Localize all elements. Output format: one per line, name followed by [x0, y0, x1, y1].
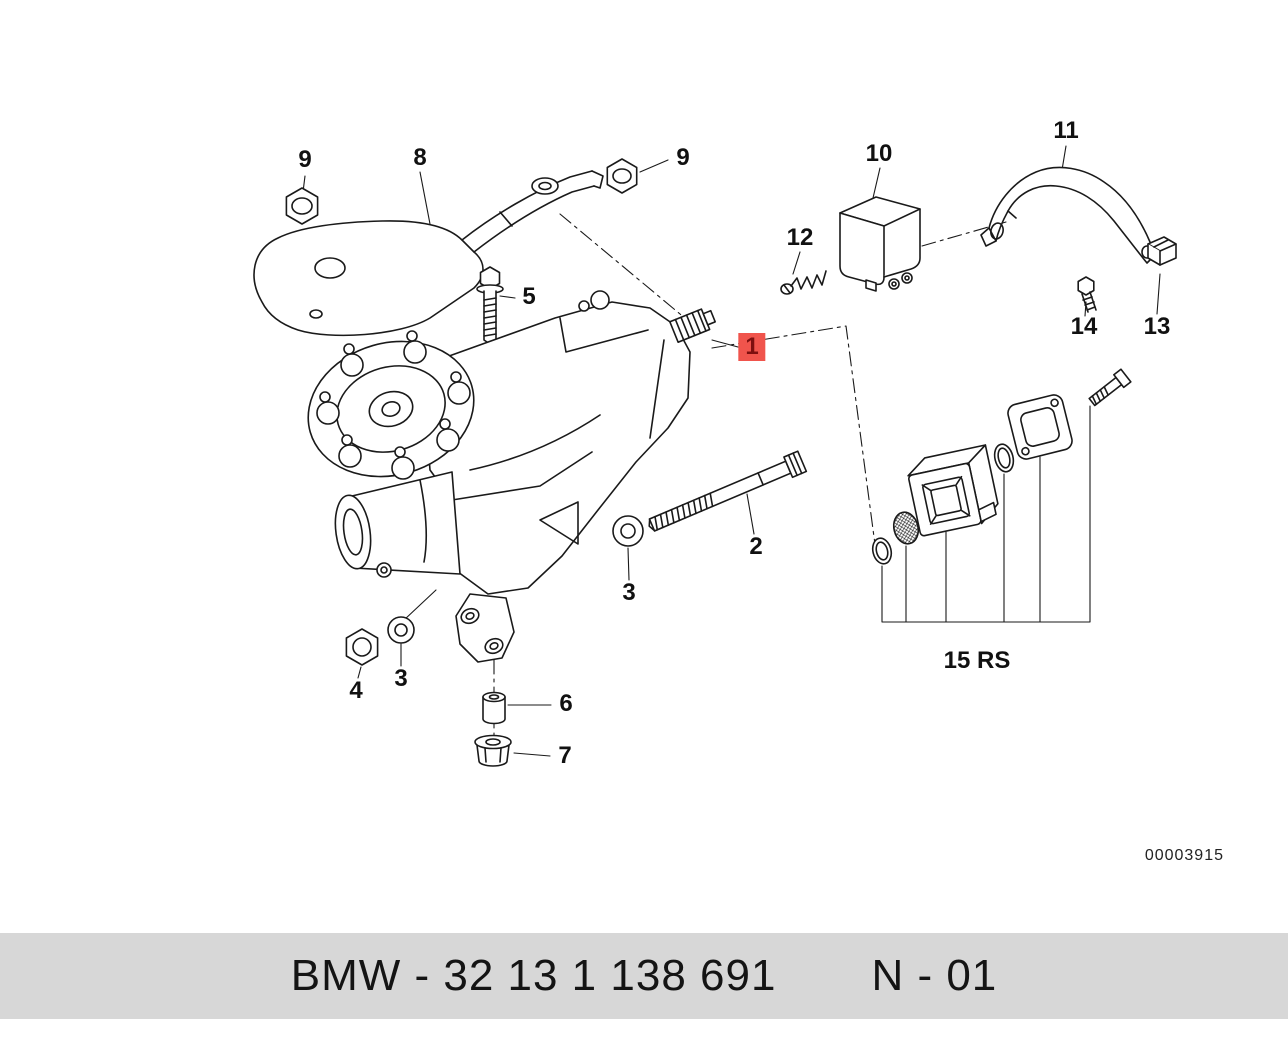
callout-14[interactable]: 14	[1070, 313, 1098, 340]
part-number-text: BMW - 32 13 1 138 691	[290, 951, 777, 1000]
part-7-flange-nut	[474, 734, 512, 767]
callout-2[interactable]: 2	[749, 533, 763, 560]
part-8-bracket	[253, 170, 604, 337]
part-3-washer-left	[387, 616, 415, 644]
part-4-nut	[345, 628, 379, 666]
part-15-rs-assembly	[871, 368, 1132, 623]
callout-9-left[interactable]: 9	[298, 146, 312, 173]
callout-10[interactable]: 10	[865, 140, 893, 167]
part-1-steering-gear	[307, 290, 716, 663]
part-14-screw	[1077, 276, 1097, 313]
callout-5[interactable]: 5	[522, 283, 536, 310]
part-13-clip-nut	[1147, 236, 1177, 266]
part-9-nut-left	[285, 187, 319, 225]
callout-13[interactable]: 13	[1143, 313, 1171, 340]
part-2-bolt	[648, 450, 808, 532]
leader-lines	[302, 145, 1161, 757]
callout-12[interactable]: 12	[786, 224, 814, 251]
part-3-washer-center	[612, 515, 644, 547]
part-9-nut-right	[606, 158, 638, 194]
callout-8[interactable]: 8	[413, 144, 427, 171]
callout-9-right[interactable]: 9	[676, 144, 690, 171]
callout-3-left[interactable]: 3	[394, 665, 408, 692]
callout-1-selected[interactable]: 1	[738, 333, 766, 361]
group-bracket-lines	[881, 405, 1091, 623]
part-15-oring-large	[993, 443, 1015, 473]
footer-bar: BMW - 32 13 1 138 691 N - 01	[0, 933, 1288, 1019]
part-15-gasket	[1007, 394, 1073, 460]
part-10-control-module	[839, 196, 921, 292]
callout-4[interactable]: 4	[349, 677, 363, 704]
part-15-oring-small	[871, 537, 893, 565]
revision-text: N - 01	[871, 951, 998, 1000]
callout-11[interactable]: 11	[1053, 117, 1079, 144]
part-12-screw-spring	[780, 270, 827, 295]
part-15-valve-body	[907, 444, 999, 537]
callout-6[interactable]: 6	[559, 690, 573, 717]
callout-15rs-group[interactable]: 15 RS	[943, 647, 1011, 674]
part-11-bracket	[980, 166, 1157, 264]
callout-7[interactable]: 7	[558, 742, 572, 769]
part-5-bolt	[476, 266, 504, 345]
callout-3-center[interactable]: 3	[622, 579, 636, 606]
part-15-filter-disc	[892, 511, 920, 545]
part-6-spacer	[482, 691, 506, 725]
diagram-number: 00003915	[1144, 847, 1224, 864]
part-15-screw	[1088, 368, 1132, 407]
